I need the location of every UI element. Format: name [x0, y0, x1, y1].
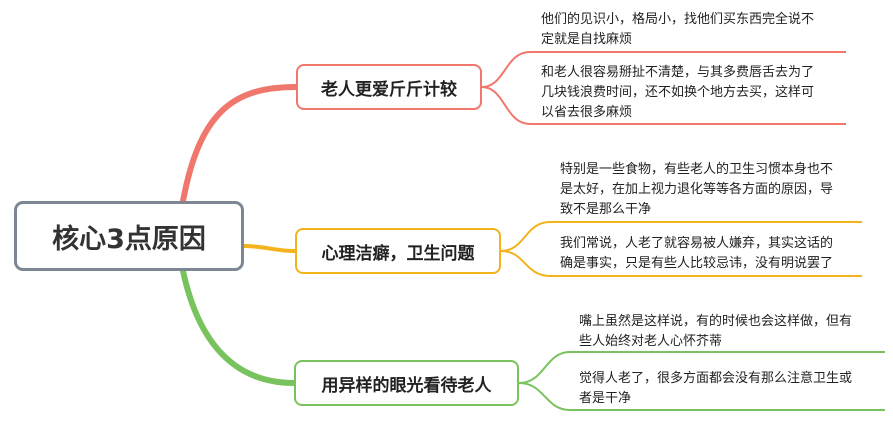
branch-topic-2[interactable]: 心理洁癖，卫生问题 [295, 228, 501, 274]
leaf-line: 几块钱浪费时间，还不如换个地方去买，这样可 [541, 85, 815, 100]
connector-branch-3-leaf-2 [518, 382, 885, 411]
leaf-line: 嘴上虽然是这样说，有的时候也会这样做，但有 [579, 314, 853, 329]
leaf-line: 以省去很多麻烦 [541, 105, 633, 120]
branch-topic-1[interactable]: 老人更爱斤斤计较 [296, 64, 482, 110]
branch-topic-3[interactable]: 用异样的眼光看待老人 [294, 360, 519, 406]
connector-branch-2-leaf-2 [500, 250, 862, 277]
leaf-topic-3-1[interactable]: 嘴上虽然是这样说，有的时候也会这样做，但有 些人始终对老人心怀芥蒂 [579, 312, 852, 352]
connector-root-branch-1 [180, 84, 299, 204]
leaf-line: 和老人很容易掰扯不清楚，与其多费唇舌去为了 [541, 65, 815, 80]
leaf-line: 确是事实，只是有些人比较忌讳，没有明说罢了 [560, 256, 834, 271]
leaf-line: 定就是自找麻烦 [541, 32, 633, 47]
leaf-line: 觉得人老了，很多方面都会没有那么注意卫生或 [579, 371, 853, 386]
leaf-line: 者是干净 [579, 391, 632, 406]
leaf-topic-2-1[interactable]: 特别是一些食物，有些老人的卫生习惯本身也不 是太好，在加上视力退化等等各方面的原… [560, 160, 833, 220]
leaf-topic-1-1[interactable]: 他们的见识小，格局小，找他们买东西完全说不 定就是自找麻烦 [541, 10, 814, 50]
leaf-topic-2-2[interactable]: 我们常说，人老了就容易被人嫌弃，其实这话的 确是事实，只是有些人比较忌讳，没有明… [560, 234, 833, 274]
connector-branch-1-leaf-2 [481, 86, 846, 125]
leaf-line: 我们常说，人老了就容易被人嫌弃，其实这话的 [560, 236, 834, 251]
leaf-line: 是太好，在加上视力退化等等各方面的原因，导 [560, 182, 834, 197]
leaf-line: 致不是那么干净 [560, 202, 652, 217]
root-topic[interactable]: 核心3点原因 [14, 201, 244, 271]
connector-root-branch-2 [242, 244, 297, 253]
leaf-topic-3-2[interactable]: 觉得人老了，很多方面都会没有那么注意卫生或 者是干净 [579, 369, 852, 409]
leaf-topic-1-2[interactable]: 和老人很容易掰扯不清楚，与其多费唇舌去为了 几块钱浪费时间，还不如换个地方去买，… [541, 63, 814, 123]
leaf-line: 些人始终对老人心怀芥蒂 [579, 334, 723, 349]
connector-root-branch-3 [180, 268, 297, 386]
connector-branch-3-leaf-1 [518, 351, 885, 384]
connector-branch-1-leaf-1 [481, 51, 846, 88]
leaf-line: 特别是一些食物，有些老人的卫生习惯本身也不 [560, 162, 834, 177]
connector-branch-2-leaf-1 [500, 221, 862, 252]
leaf-line: 他们的见识小，格局小，找他们买东西完全说不 [541, 12, 815, 27]
